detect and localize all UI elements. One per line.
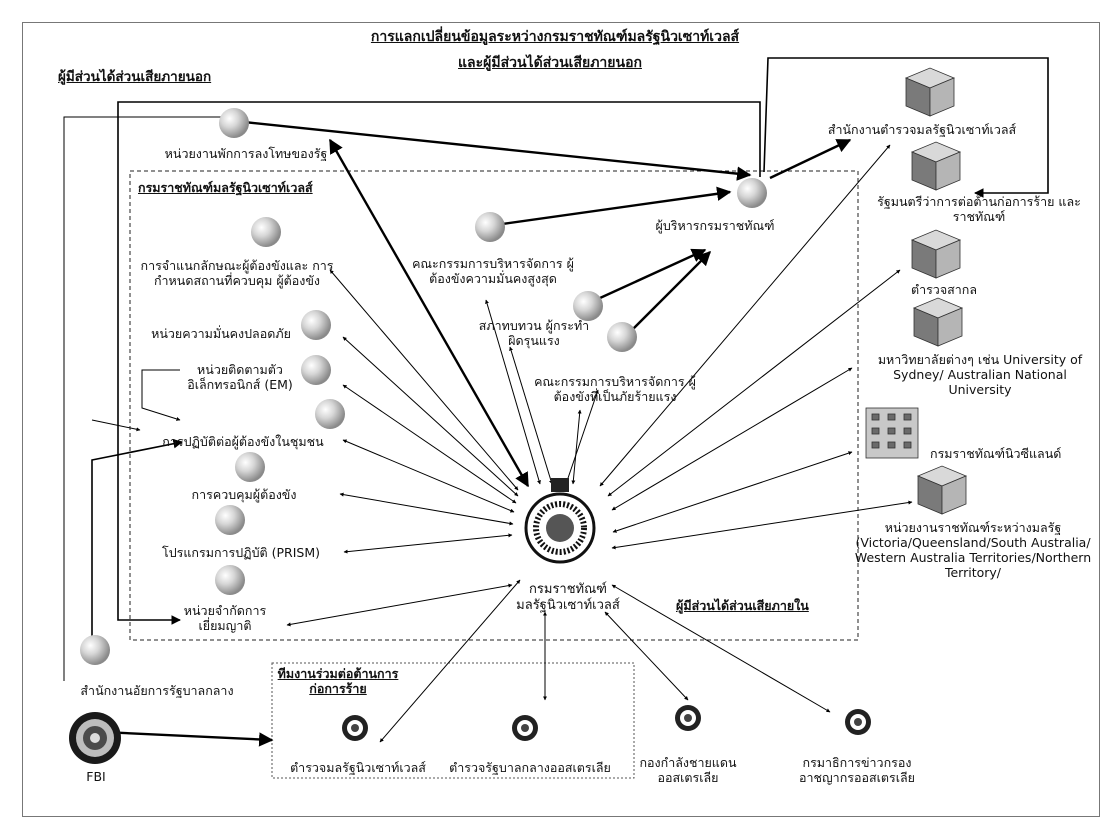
- internal-stakeholders-heading: ผู้มีส่วนได้ส่วนเสียภายใน: [676, 598, 809, 613]
- interpol-label: ตำรวจสากล: [910, 282, 978, 297]
- hub-label-line2: มลรัฐนิวเซาท์เวลส์: [516, 598, 620, 613]
- custody-unit-label: การควบคุมผู้ต้องขัง: [191, 487, 297, 502]
- sphere-icon: [215, 565, 245, 595]
- police-badge-icon: [342, 715, 368, 741]
- em-loop: [141, 369, 181, 421]
- high-risk-committee-label: คณะกรรมการบริหารจัดการ ผู้ต้องขังความมั่…: [412, 256, 574, 286]
- police-badge-icon: [845, 709, 871, 735]
- title-line2: และผู้มีส่วนได้ส่วนเสียภายนอก: [458, 55, 642, 71]
- classification-unit-label: การจำแนกลักษณะผู้ต้องขังและ การกำหนดสถาน…: [140, 258, 334, 288]
- title-line1: การแลกเปลี่ยนข้อมูลระหว่างกรมราชทัณฑ์มลร…: [370, 29, 740, 45]
- sphere-icon: [737, 178, 767, 208]
- thin-edges: [286, 144, 913, 743]
- fbi-label: FBI: [86, 769, 106, 784]
- security-unit-label: หน่วยความมั่นคงปลอดภัย: [151, 326, 291, 341]
- afp-label: ตำรวจรัฐบาลกลางออสเตรเลีย: [449, 760, 611, 775]
- department-heading: กรมราชทัณฑ์มลรัฐนิวเซาท์เวลส์: [138, 180, 313, 195]
- hub-label-line1: กรมราชทัณฑ์: [529, 582, 607, 597]
- tower-icon: [865, 407, 919, 459]
- minister-label: รัฐมนตรีว่าการต่อต้านก่อการร้าย และราชทั…: [877, 194, 1081, 224]
- crest-icon: [524, 478, 596, 564]
- building-icon: [910, 229, 962, 279]
- em-unit-label: หน่วยติดตามตัว อิเล็กทรอนิกส์ (EM): [187, 362, 293, 392]
- sphere-icon: [301, 355, 331, 385]
- high-threat-committee-label: คณะกรรมการบริหารจัดการ ผู้ต้องขังที่เป็น…: [534, 374, 696, 404]
- nz-corrections-label: กรมราชทัณฑ์นิวซีแลนด์: [930, 446, 1062, 461]
- sphere-icon: [573, 291, 603, 321]
- visits-unit-label: หน่วยจำกัดการ เยี่ยมญาติ: [183, 603, 267, 633]
- building-icons: [865, 67, 968, 515]
- sphere-icon: [607, 322, 637, 352]
- interstate-corrections-label: หน่วยงานราชทัณฑ์ระหว่างมลรัฐ (Victoria/Q…: [854, 520, 1092, 580]
- police-badge-icon: [675, 705, 701, 731]
- border-force-label: กองกำลังชายแดน ออสเตรเลีย: [639, 755, 737, 785]
- sphere-icon: [80, 635, 110, 665]
- police-badge-icon: [512, 715, 538, 741]
- sphere-icon: [235, 452, 265, 482]
- parole-unit-label: หน่วยงานพักการลงโทษของรัฐ: [164, 146, 328, 161]
- building-icon: [912, 297, 964, 347]
- minister-loop: [763, 57, 1049, 198]
- sphere-icon: [301, 310, 331, 340]
- nsw-police-label: ตำรวจมลรัฐนิวเซาท์เวลส์: [290, 760, 426, 775]
- fbi-seal-icon: [69, 712, 121, 764]
- universities-label: มหาวิทยาลัยต่างๆ เช่น University of Sydn…: [877, 352, 1083, 397]
- executive-label: ผู้บริหารกรมราชทัณฑ์: [655, 218, 775, 233]
- terrorism-team-heading: ทีมงานร่วมต่อต้านการก่อการร้าย: [277, 666, 399, 696]
- prism-unit-label: โปรแกรมการปฏิบัติ (PRISM): [162, 545, 320, 560]
- sphere-icon: [219, 108, 249, 138]
- building-icon: [916, 465, 968, 515]
- asio-label: กรมาธิการข่าวกรอง อาชญากรออสเตรเลีย: [799, 755, 915, 785]
- sphere-icons: [80, 108, 767, 665]
- community-unit-label: การปฏิบัติต่อผู้ต้องขังในชุมชน: [162, 434, 324, 449]
- sphere-icon: [315, 399, 345, 429]
- sphere-icon: [215, 505, 245, 535]
- building-icon: [910, 141, 962, 191]
- thick-edges: [100, 120, 852, 747]
- badge-icons: [69, 705, 871, 764]
- sphere-icon: [251, 217, 281, 247]
- outer-frame: [22, 22, 1100, 817]
- external-loop-line: [63, 101, 761, 681]
- external-stakeholders-heading: ผู้มีส่วนได้ส่วนเสียภายนอก: [58, 69, 212, 85]
- nsw-police-office-label: สำนักงานตำรวจมลรัฐนิวเซาท์เวลส์: [827, 122, 1017, 137]
- sphere-icon: [475, 212, 505, 242]
- prosecutor-label: สำนักงานอัยการรัฐบาลกลาง: [80, 683, 234, 698]
- violent-offender-review-label: สภาทบทวน ผู้กระทำผิดรุนแรง: [478, 318, 590, 348]
- building-icon: [904, 67, 956, 117]
